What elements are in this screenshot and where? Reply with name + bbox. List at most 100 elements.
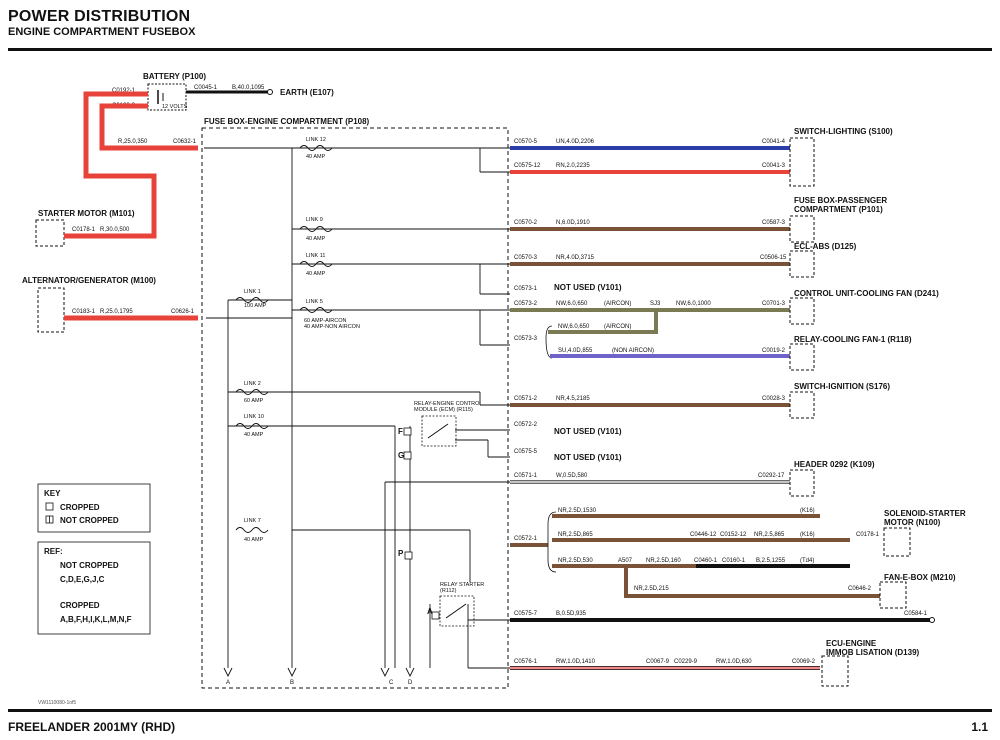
ref-title: REF: bbox=[44, 547, 63, 556]
dest-ecl-abs: ECL-ABS (D125) bbox=[794, 242, 857, 251]
ecu-engine-box bbox=[821, 655, 849, 687]
fuse-link-10: LINK 10 40 AMP bbox=[235, 414, 269, 438]
dest-cooling-fan-control: CONTROL UNIT-COOLING FAN (D241) bbox=[794, 289, 939, 298]
wire-label-nr-2-5-865: NR,2.5,865 bbox=[754, 532, 785, 538]
passenger-fusebox-box bbox=[789, 215, 815, 243]
ref-cropped-label: CROPPED bbox=[60, 601, 100, 610]
wire-label-nw-6-0-c: NW,6.0,650 bbox=[558, 324, 590, 330]
relay-ecm-pin-g: G bbox=[398, 451, 404, 460]
key-title: KEY bbox=[44, 489, 61, 498]
fuse-link-7: LINK 7 40 AMP bbox=[235, 518, 269, 543]
wire-label-nr-2-5d-1530: NR,2.5D,1530 bbox=[558, 508, 597, 514]
ref-cropped-list: A,B,F,H,I,K,L,M,N,F bbox=[60, 615, 132, 624]
alternator-fusebox-connector: C0626-1 bbox=[171, 309, 195, 315]
conn-c0178-1-sol: C0178-1 bbox=[856, 532, 880, 538]
fuse-link-1-name: LINK 1 bbox=[244, 289, 261, 295]
dest-relay-cooling-fan: RELAY-COOLING FAN-1 (R118) bbox=[794, 335, 912, 344]
conn-c0646-2: C0646-2 bbox=[848, 586, 872, 592]
relay-cooling-fan-box bbox=[789, 343, 815, 371]
switch-ignition-box bbox=[789, 391, 815, 419]
relay-ecm-label-2: MODULE (ECM) (R115) bbox=[414, 407, 473, 413]
dest-switch-ignition: SWITCH-IGNITION (S176) bbox=[794, 382, 890, 391]
starter-motor-label: STARTER MOTOR (M101) bbox=[38, 209, 135, 218]
switch-lighting-box bbox=[789, 137, 815, 187]
wire-label-nw-6-0-b: NW,6.0,1000 bbox=[676, 301, 711, 307]
wire-tag-k16-a: (K16) bbox=[800, 508, 815, 514]
wire-tag-k16-b: (K16) bbox=[800, 532, 815, 538]
wire-label-nr-2-5d-530: NR,2.5D,530 bbox=[558, 558, 593, 564]
relay-ecm-label: RELAY-ENGINE CONTROL bbox=[414, 401, 482, 407]
fuse-link-12-rating: 40 AMP bbox=[306, 154, 326, 160]
ground-symbols bbox=[223, 667, 415, 678]
wire-label-un-4-0d: UN,4.0D,2206 bbox=[556, 139, 595, 145]
cooling-fan-control-box bbox=[789, 297, 815, 325]
wire-label-n-6-0d: N,6.0D,1910 bbox=[556, 220, 590, 226]
fuse-link-10-name: LINK 10 bbox=[244, 414, 264, 420]
conn-c0067-9: C0067-9 bbox=[646, 659, 670, 665]
not-used-1: NOT USED (V101) bbox=[554, 283, 622, 292]
document-reference: VW1110080-1of5 bbox=[38, 700, 77, 706]
ref-not-cropped-label: NOT CROPPED bbox=[60, 561, 119, 570]
ground-b: B bbox=[290, 680, 294, 686]
battery-starter-cable bbox=[83, 91, 157, 239]
fuse-link-1: LINK 1 100 AMP bbox=[235, 289, 269, 309]
conn-c0576-1: C0576-1 bbox=[514, 659, 538, 665]
conn-c0069-2: C0069-2 bbox=[792, 659, 816, 665]
fuse-link-5-name: LINK 5 bbox=[306, 299, 323, 305]
fusebox-label: FUSE BOX-ENGINE COMPARTMENT (P108) bbox=[204, 117, 370, 126]
conn-c0573-3: C0573-3 bbox=[514, 336, 538, 342]
wire-label-b-0-5d: B,0.5D,935 bbox=[556, 611, 587, 617]
not-used-3: NOT USED (V101) bbox=[554, 453, 622, 462]
dest-passenger-fusebox-2: COMPARTMENT (P101) bbox=[794, 205, 883, 214]
dest-solenoid-starter-2: MOTOR (N100) bbox=[884, 518, 941, 527]
key-cropped: CROPPED bbox=[60, 503, 100, 512]
conn-c0701-3: C0701-3 bbox=[762, 301, 786, 307]
conn-c0160-1: C0160-1 bbox=[722, 558, 746, 564]
conn-c0572-1: C0572-1 bbox=[514, 536, 538, 542]
dest-solenoid-starter: SOLENOID-STARTER bbox=[884, 509, 966, 518]
alternator-wire-label: R,25.0,1795 bbox=[100, 309, 133, 315]
wire-label-nw-6-0-a: NW,6.0,650 bbox=[556, 301, 588, 307]
fuse-link-9-name: LINK 9 bbox=[306, 217, 323, 223]
battery-label: BATTERY (P100) bbox=[143, 72, 206, 81]
wire-label-rn-2-0: RN,2.0,2235 bbox=[556, 163, 590, 169]
earth-connector: C0045-1 bbox=[194, 85, 218, 91]
battery-connector-1: C0192-1 bbox=[112, 88, 136, 94]
dest-fan-e-box: FAN-E-BOX (M210) bbox=[884, 573, 956, 582]
wire-label-b-2-5-1255: B,2.5,1255 bbox=[756, 558, 786, 564]
conn-c0506-15: C0506-15 bbox=[760, 255, 787, 261]
fuse-link-2-rating: 60 AMP bbox=[244, 398, 264, 404]
fuse-link-5-rating-alt: 40 AMP-NON AIRCON bbox=[304, 324, 360, 330]
fuse-link-7-rating: 40 AMP bbox=[244, 537, 264, 543]
battery-fusebox-cable bbox=[99, 103, 198, 151]
dest-passenger-fusebox: FUSE BOX-PASSENGER bbox=[794, 196, 887, 205]
wire-label-nr-4-0d: NR,4.0D,3715 bbox=[556, 255, 595, 261]
fuse-link-9: LINK 9 40 AMP bbox=[299, 217, 333, 242]
splice-sj3: SJ3 bbox=[650, 301, 661, 307]
key-not-cropped: NOT CROPPED bbox=[60, 516, 119, 525]
wire-note-non-aircon: (NON AIRCON) bbox=[612, 348, 654, 354]
footer-model: FREELANDER 2001MY (RHD) bbox=[8, 720, 176, 734]
conn-c0575-7: C0575-7 bbox=[514, 611, 538, 617]
conn-c0575-12: C0575-12 bbox=[514, 163, 541, 169]
relay-starter-pin-a: A bbox=[427, 607, 433, 616]
fuse-link-12-name: LINK 12 bbox=[306, 137, 326, 143]
wire-label-w-0-5d: W,0.5D,580 bbox=[556, 473, 588, 479]
fuse-link-12: LINK 12 40 AMP bbox=[299, 137, 333, 160]
conn-c0573-2: C0573-2 bbox=[514, 301, 538, 307]
fuse-link-1-rating: 100 AMP bbox=[244, 303, 267, 309]
key-cropped-icon bbox=[45, 502, 54, 511]
alternator-label: ALTERNATOR/GENERATOR (M100) bbox=[22, 276, 156, 285]
key-panel: KEY CROPPED NOT CROPPED bbox=[37, 483, 151, 533]
footer-page-number: 1.1 bbox=[971, 720, 988, 734]
page-subtitle: ENGINE COMPARTMENT FUSEBOX bbox=[8, 26, 196, 38]
earth-terminal bbox=[267, 89, 273, 95]
conn-c0570-2: C0570-2 bbox=[514, 220, 538, 226]
bottom-rule bbox=[8, 709, 992, 712]
conn-c0152-12: C0152-12 bbox=[720, 532, 747, 538]
conn-c0572-2: C0572-2 bbox=[514, 422, 538, 428]
wire-fan-e-box bbox=[624, 566, 880, 598]
alternator-box bbox=[37, 287, 65, 333]
fuse-link-10-rating: 40 AMP bbox=[244, 432, 264, 438]
